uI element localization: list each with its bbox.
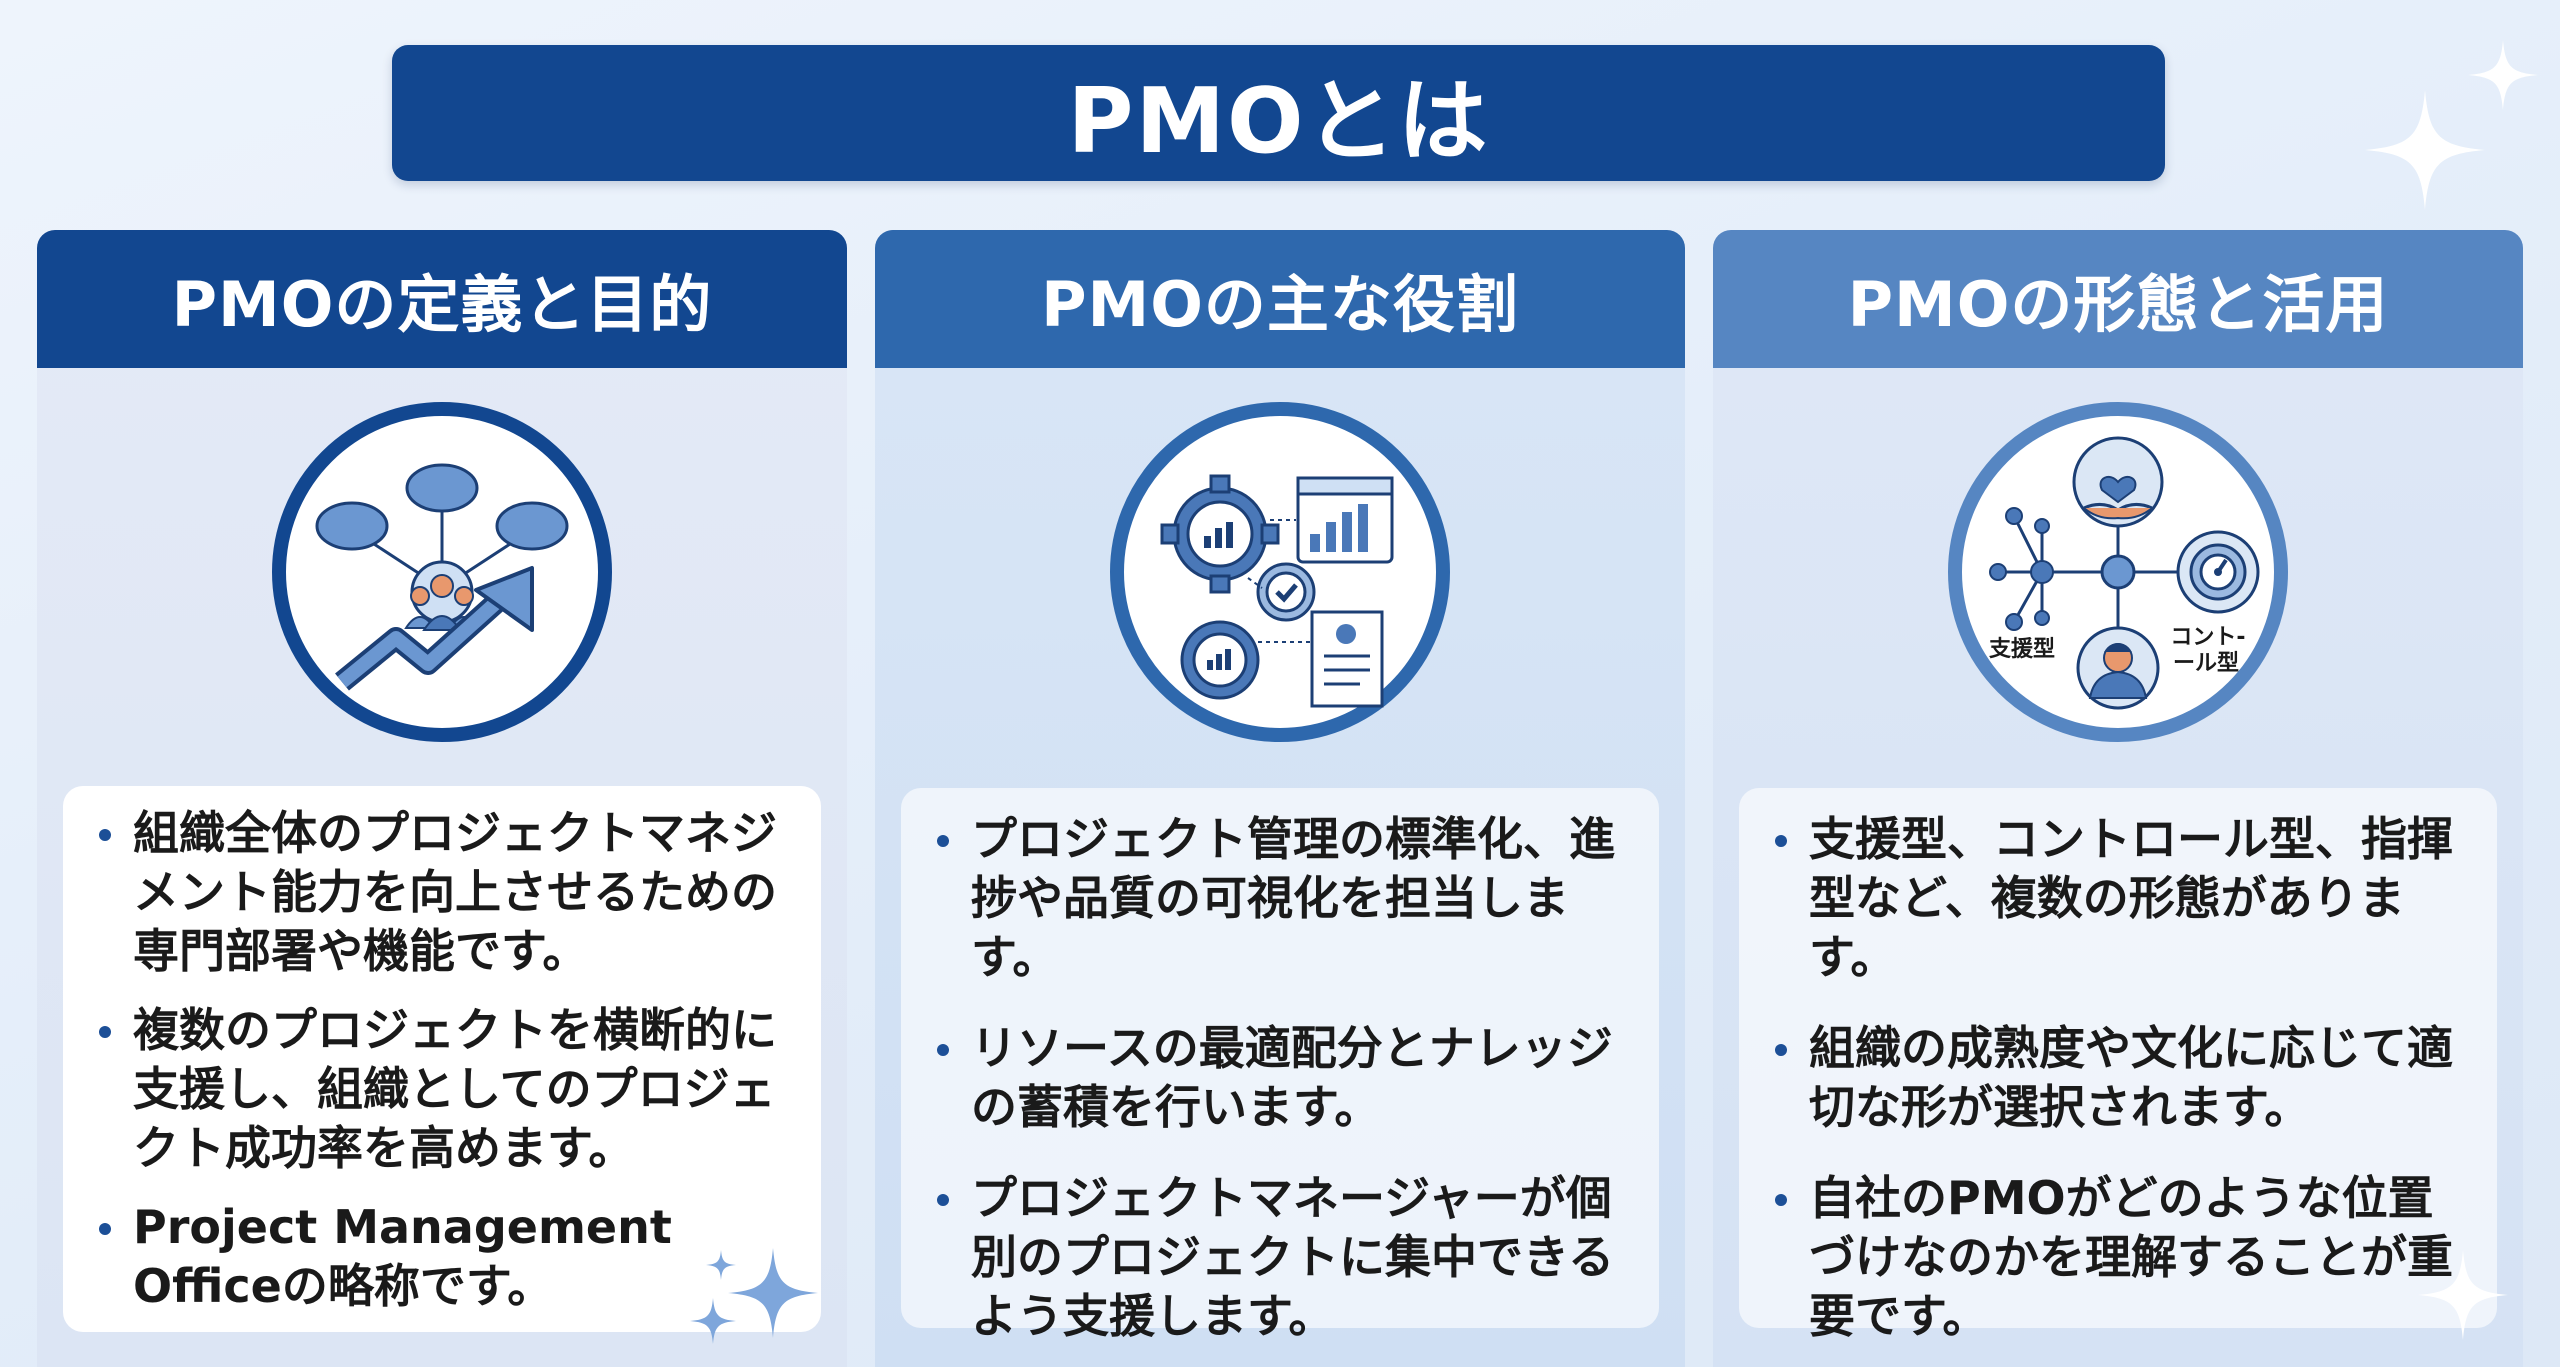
gears-dashboard-icon [1110, 402, 1450, 742]
bullet-item: 組織の成熟度や文化に応じて適切な形が選択されます。 [1775, 1019, 2477, 1137]
card-roles: PMOの主な役割 [875, 230, 1685, 1367]
organization-growth-icon [272, 402, 612, 742]
bullet-item: 自社のPMOがどのような位置づけなのかを理解することが重要です。 [1775, 1169, 2477, 1346]
card-header: PMOの主な役割 [875, 230, 1685, 368]
card-header: PMOの定義と目的 [37, 230, 847, 368]
card-heading: PMOの定義と目的 [171, 268, 713, 341]
bullet-list: プロジェクト管理の標準化、進捗や品質の可視化を担当します。 リソースの最適配分と… [937, 810, 1639, 1346]
control-type-label-2: ール型 [2173, 651, 2239, 676]
sparkle-icon [690, 1298, 736, 1344]
bullet-item: 複数のプロジェクトを横断的に支援し、組織としてのプロジェクト成功率を高めます。 [99, 1001, 801, 1178]
support-type-label: 支援型 [1989, 637, 2055, 662]
card-definition: PMOの定義と目的 組織全体のプロジェクトマネジメント能力を向上させ [37, 230, 847, 1367]
card-forms: PMOの形態と活用 [1713, 230, 2523, 1367]
bullet-list: 組織全体のプロジェクトマネジメント能力を向上させるための専門部署や機能です。 複… [99, 804, 801, 1316]
bullet-item: リソースの最適配分とナレッジの蓄積を行います。 [937, 1019, 1639, 1137]
sparkle-icon [706, 1250, 736, 1280]
pmo-types-icon: 支援型 コント- ール型 [1948, 402, 2288, 742]
bullet-item: Project Management Officeの略称です。 [99, 1198, 801, 1316]
page-title: PMOとは [1067, 69, 1490, 174]
bullet-box: 支援型、コントロール型、指揮型など、複数の形態があります。 組織の成熟度や文化に… [1739, 788, 2497, 1343]
sparkle-icon [2418, 1250, 2508, 1340]
card-heading: PMOの主な役割 [1041, 268, 1519, 341]
bullet-item: 組織全体のプロジェクトマネジメント能力を向上させるための専門部署や機能です。 [99, 804, 801, 981]
bullet-box: 組織全体のプロジェクトマネジメント能力を向上させるための専門部署や機能です。 複… [63, 786, 821, 1332]
bullet-list: 支援型、コントロール型、指揮型など、複数の形態があります。 組織の成熟度や文化に… [1775, 810, 2477, 1346]
bullet-item: 支援型、コントロール型、指揮型など、複数の形態があります。 [1775, 810, 2477, 987]
title-banner: PMOとは [392, 45, 2165, 181]
card-heading: PMOの形態と活用 [1847, 268, 2389, 341]
sparkle-icon [2365, 90, 2485, 210]
bullet-item: プロジェクト管理の標準化、進捗や品質の可視化を担当します。 [937, 810, 1639, 987]
sparkle-icon [728, 1248, 818, 1338]
control-type-label: コント- [2170, 625, 2245, 650]
card-header: PMOの形態と活用 [1713, 230, 2523, 368]
sparkle-icon [2468, 40, 2538, 110]
bullet-item: プロジェクトマネージャーが個別のプロジェクトに集中できるよう支援します。 [937, 1169, 1639, 1346]
bullet-box: プロジェクト管理の標準化、進捗や品質の可視化を担当します。 リソースの最適配分と… [901, 788, 1659, 1343]
